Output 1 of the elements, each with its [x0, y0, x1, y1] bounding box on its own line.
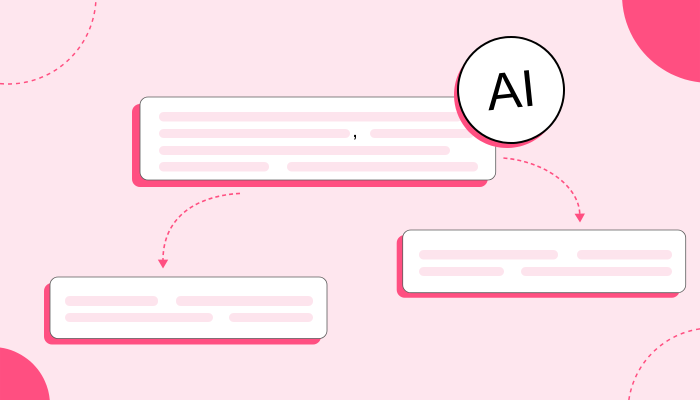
- badge: AI: [454, 36, 565, 148]
